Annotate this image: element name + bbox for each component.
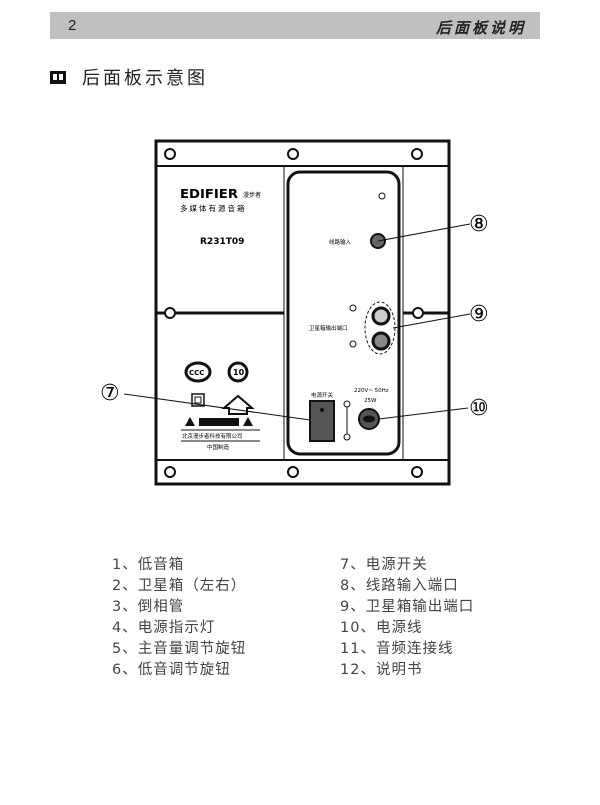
page-header: 2 后面板说明 [50,12,540,39]
book-icon [50,70,66,84]
brand-logo: EDIFIER [180,187,238,201]
list-item: 2、卫星箱（左右） [112,578,247,594]
power-watt: 25W [364,398,377,404]
list-item: 4、电源指示灯 [112,620,216,636]
ccc-mark: CCC [189,369,204,377]
page-number: 2 [68,17,77,34]
list-item: 7、电源开关 [340,557,428,573]
switch-label: 电源开关 [311,391,334,399]
legend-left: 1、低音箱 2、卫星箱（左右） 3、倒相管 4、电源指示灯 5、主音量调节旋钮 … [112,555,246,681]
list-item: 10、电源线 [340,620,423,636]
power-switch-icon [309,400,335,442]
ccc-icon [184,361,212,383]
warning-icon [185,417,195,426]
screw-icons [164,148,424,478]
section-title: 后面板示意图 [82,68,208,89]
made-in: 中国制造 [207,443,230,451]
list-item: 1、低音箱 [112,557,185,573]
warning-icon [243,417,253,426]
list-item: 11、音频连接线 [340,641,454,657]
callout-10: ⑩ [469,396,489,421]
brand-cn: 漫步者 [243,191,261,199]
eco-icon [227,361,249,383]
model-number: R231T09 [200,237,244,247]
eco-mark: 10 [233,368,245,377]
callout-7: ⑦ [100,381,120,406]
list-item: 5、主音量调节旋钮 [112,641,247,657]
power-rating: 220V~ 50Hz [354,388,389,394]
section-heading: 后面板示意图 [50,64,208,90]
header-title: 后面板说明 [435,19,526,37]
callout-9: ⑨ [469,302,489,327]
list-item: 6、低音调节旋钮 [112,662,231,678]
list-item: 9、卫星箱输出端口 [340,599,475,615]
sat-out-label: 卫星箱输出端口 [309,324,348,332]
product-type: 多媒体有源音箱 [180,203,247,213]
list-item: 3、倒相管 [112,599,185,615]
list-item: 12、说明书 [340,662,423,678]
callout-numbers: ⑧ ⑨ ⑦ ⑩ [100,212,489,421]
line-in-label: 线路输入 [329,238,352,246]
company-name: 北京漫步者科技有限公司 [182,432,243,440]
list-item: 8、线路输入端口 [340,578,459,594]
legend-right: 7、电源开关 8、线路输入端口 9、卫星箱输出端口 10、电源线 11、音频连接… [340,555,474,681]
callout-8: ⑧ [469,212,489,237]
